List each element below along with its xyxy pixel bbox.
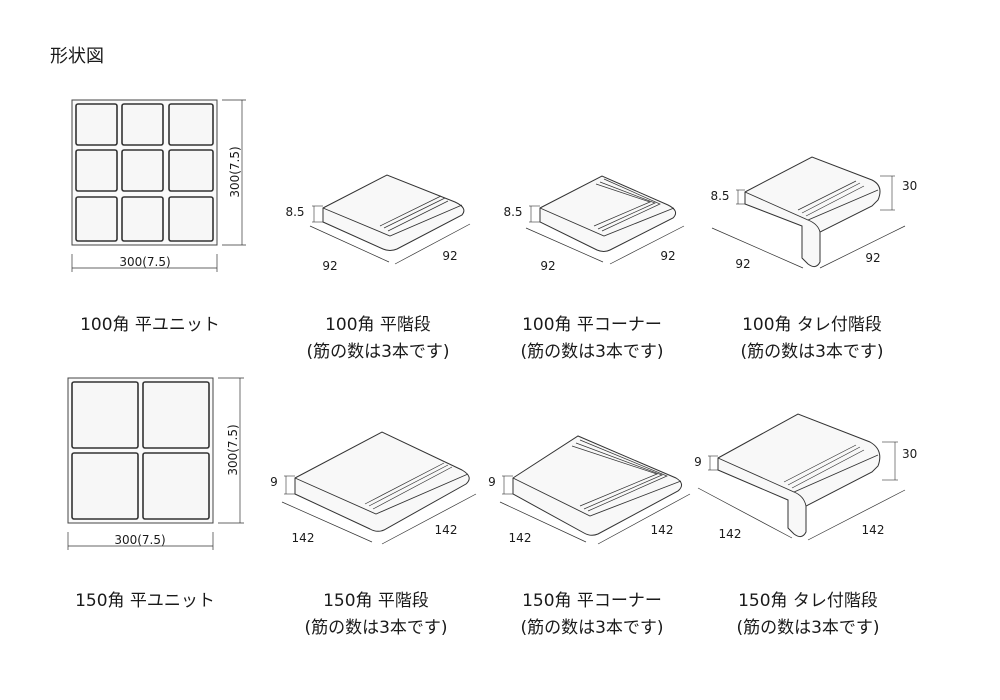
caption-flat-step-100-label: 100角 平階段: [325, 315, 431, 335]
unit-100-height-dim: 300(7.5): [228, 146, 242, 197]
caption-flat-step-150-note: (筋の数は3本です): [304, 618, 448, 638]
caption-flat-corner-100-label: 100角 平コーナー: [522, 315, 662, 335]
flat-corner-150-right-dim: 142: [651, 523, 674, 537]
tare-step-100-left-dim: 92: [735, 257, 750, 271]
caption-tare-step-100: 100角 タレ付階段 (筋の数は3本です): [712, 312, 912, 366]
flat-corner-150-drawing: [499, 435, 691, 545]
caption-tare-step-100-label: 100角 タレ付階段: [742, 315, 882, 335]
caption-flat-corner-100: 100角 平コーナー (筋の数は3本です): [492, 312, 692, 366]
caption-flat-corner-100-note: (筋の数は3本です): [520, 342, 664, 362]
flat-step-100-thickness: 8.5: [285, 205, 304, 219]
flat-step-100-right-dim: 92: [442, 249, 457, 263]
tare-step-150-thickness: 9: [694, 455, 702, 469]
flat-step-150-left-dim: 142: [292, 531, 315, 545]
tare-step-150-right-dim: 142: [862, 523, 885, 537]
caption-flat-corner-150-note: (筋の数は3本です): [520, 618, 664, 638]
flat-step-100-left-dim: 92: [322, 259, 337, 273]
caption-unit-100-label: 100角 平ユニット: [80, 315, 220, 335]
caption-unit-100: 100角 平ユニット: [50, 312, 250, 339]
caption-flat-step-100-note: (筋の数は3本です): [306, 342, 450, 362]
unit-150-drawing: [67, 377, 244, 550]
tare-step-150-drawing: [697, 413, 906, 541]
tare-step-150-drop: 30: [902, 447, 917, 461]
flat-step-150-right-dim: 142: [435, 523, 458, 537]
unit-150-width-dim: 300(7.5): [114, 533, 165, 547]
tare-step-100-drop: 30: [902, 179, 917, 193]
unit-150-height-dim: 300(7.5): [226, 424, 240, 475]
flat-step-100-drawing: [309, 174, 471, 265]
caption-tare-step-100-note: (筋の数は3本です): [740, 342, 884, 362]
caption-tare-step-150: 150角 タレ付階段 (筋の数は3本です): [708, 588, 908, 642]
flat-corner-150-thickness: 9: [488, 475, 496, 489]
caption-unit-150-label: 150角 平ユニット: [75, 591, 215, 611]
caption-flat-step-150-label: 150角 平階段: [323, 591, 429, 611]
flat-corner-100-thickness: 8.5: [503, 205, 522, 219]
flat-corner-100-right-dim: 92: [660, 249, 675, 263]
tare-step-100-thickness: 8.5: [710, 189, 729, 203]
flat-step-150-thickness: 9: [270, 475, 278, 489]
tare-step-100-drawing: [711, 156, 906, 269]
caption-flat-corner-150-label: 150角 平コーナー: [522, 591, 662, 611]
caption-flat-step-100: 100角 平階段 (筋の数は3本です): [278, 312, 478, 366]
unit-100-drawing: [71, 99, 246, 272]
caption-flat-corner-150: 150角 平コーナー (筋の数は3本です): [492, 588, 692, 642]
caption-flat-step-150: 150角 平階段 (筋の数は3本です): [276, 588, 476, 642]
tare-step-150-left-dim: 142: [719, 527, 742, 541]
flat-corner-150-left-dim: 142: [509, 531, 532, 545]
unit-100-width-dim: 300(7.5): [119, 255, 170, 269]
caption-unit-150: 150角 平ユニット: [45, 588, 245, 615]
page-heading: 形状図: [50, 46, 104, 67]
caption-tare-step-150-label: 150角 タレ付階段: [738, 591, 878, 611]
tare-step-100-right-dim: 92: [865, 251, 880, 265]
caption-tare-step-150-note: (筋の数は3本です): [736, 618, 880, 638]
flat-corner-100-drawing: [525, 175, 685, 265]
flat-corner-100-left-dim: 92: [540, 259, 555, 273]
flat-step-150-drawing: [281, 431, 477, 545]
